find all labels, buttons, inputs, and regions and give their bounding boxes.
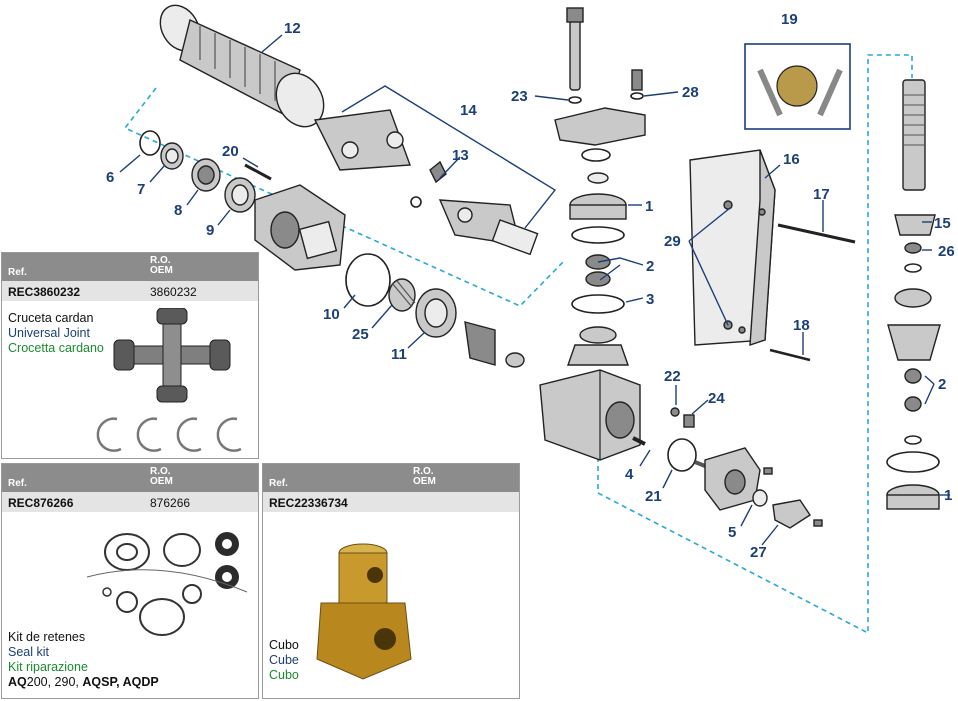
name-english: Cube <box>269 653 299 667</box>
side-cover-plate <box>689 149 856 362</box>
oem-number: 876266 <box>150 496 191 510</box>
ref-card-header: Ref. R.O.OEM <box>2 464 258 492</box>
ref-card-row: REC3860232 3860232 <box>2 281 258 301</box>
top-vertical-stack <box>554 7 646 366</box>
oem-label: R.O.OEM <box>413 466 436 487</box>
oem-label: R.O.OEM <box>150 255 173 276</box>
callout-11: 11 <box>391 346 407 363</box>
callout-22: 22 <box>664 368 681 385</box>
assembly-outline-left <box>123 87 566 307</box>
callout-15: 15 <box>934 215 951 232</box>
callout-28: 28 <box>682 84 699 101</box>
name-spanish: Kit de retenes <box>8 630 86 644</box>
universal-joint-assembly <box>313 109 539 256</box>
callout-1-center: 1 <box>645 198 653 215</box>
callout-6: 6 <box>106 169 114 186</box>
compatible-models: AQ200, 290, AQSP, AQDP <box>8 675 159 689</box>
ref-card-row: REC22336734 <box>263 492 519 512</box>
callout-14: 14 <box>460 102 477 119</box>
name-english: Universal Joint <box>8 326 90 340</box>
name-italian: Cubo <box>269 668 299 682</box>
callout-9: 9 <box>206 222 214 239</box>
left-bearing-parts <box>139 130 272 213</box>
callout-17: 17 <box>813 186 830 203</box>
name-italian: Kit riparazione <box>8 660 88 674</box>
lower-bearing-parts <box>345 253 525 368</box>
ref-card-header: Ref. R.O.OEM <box>263 464 519 492</box>
callout-4: 4 <box>625 466 634 483</box>
callout-2-center: 2 <box>646 258 654 275</box>
seal-kit-image <box>86 532 248 636</box>
upper-gear-housing <box>254 184 346 271</box>
callout-27: 27 <box>750 544 767 561</box>
name-english: Seal kit <box>8 645 49 659</box>
part-description: Cubo Cube Cubo <box>269 638 299 683</box>
name-spanish: Cubo <box>269 638 299 652</box>
name-spanish: Cruceta cardan <box>8 311 94 325</box>
callout-2-right: 2 <box>938 376 946 393</box>
ref-card-row: REC876266 876266 <box>2 492 258 512</box>
callout-13: 13 <box>452 147 469 164</box>
ref-card-seal-kit: Ref. R.O.OEM REC876266 876266 Kit de ret… <box>1 463 259 699</box>
lower-housing <box>539 369 646 461</box>
callout-10: 10 <box>323 306 340 323</box>
callout-25: 25 <box>352 326 369 343</box>
ref-number: REC3860232 <box>8 285 81 299</box>
callout-19: 19 <box>781 11 798 28</box>
callout-1-right: 1 <box>944 487 952 504</box>
callout-5: 5 <box>728 524 736 541</box>
callout-29: 29 <box>664 233 681 250</box>
callout-21: 21 <box>645 488 662 505</box>
oem-number: 3860232 <box>150 285 197 299</box>
vertical-shaft-stack <box>886 79 941 510</box>
ref-label: Ref. <box>269 478 288 489</box>
cube-image <box>316 543 412 680</box>
callout-18: 18 <box>793 317 810 334</box>
ref-label: Ref. <box>8 267 27 278</box>
callout-3: 3 <box>646 291 654 308</box>
ref-number: REC876266 <box>8 496 74 510</box>
universal-joint-image <box>113 308 231 403</box>
side-cover-parts <box>667 407 823 529</box>
ref-card-cube: Ref. R.O.OEM REC22336734 Cubo Cube Cubo <box>262 463 520 699</box>
callout-16: 16 <box>783 151 800 168</box>
ref-number: REC22336734 <box>269 496 348 510</box>
leader-lines <box>119 34 950 546</box>
assembly-outline-right <box>597 54 913 635</box>
ref-card-universal-joint: Ref. R.O.OEM REC3860232 3860232 Cruceta … <box>1 252 259 459</box>
callout-23: 23 <box>511 88 528 105</box>
callout-8: 8 <box>174 202 182 219</box>
ref-card-header: Ref. R.O.OEM <box>2 253 258 281</box>
snap-rings-image <box>96 417 242 452</box>
oem-label: R.O.OEM <box>150 466 173 487</box>
inset-19 <box>744 43 851 130</box>
name-italian: Crocetta cardano <box>8 341 104 355</box>
callout-7: 7 <box>137 181 145 198</box>
bellows-part <box>159 4 325 128</box>
callout-26: 26 <box>938 243 955 260</box>
part-description: Cruceta cardan Universal Joint Crocetta … <box>8 311 104 356</box>
callout-24: 24 <box>708 390 725 407</box>
callout-12: 12 <box>284 20 301 37</box>
callout-20: 20 <box>222 143 239 160</box>
part-description: Kit de retenes Seal kit Kit riparazione … <box>8 630 159 690</box>
ref-label: Ref. <box>8 478 27 489</box>
